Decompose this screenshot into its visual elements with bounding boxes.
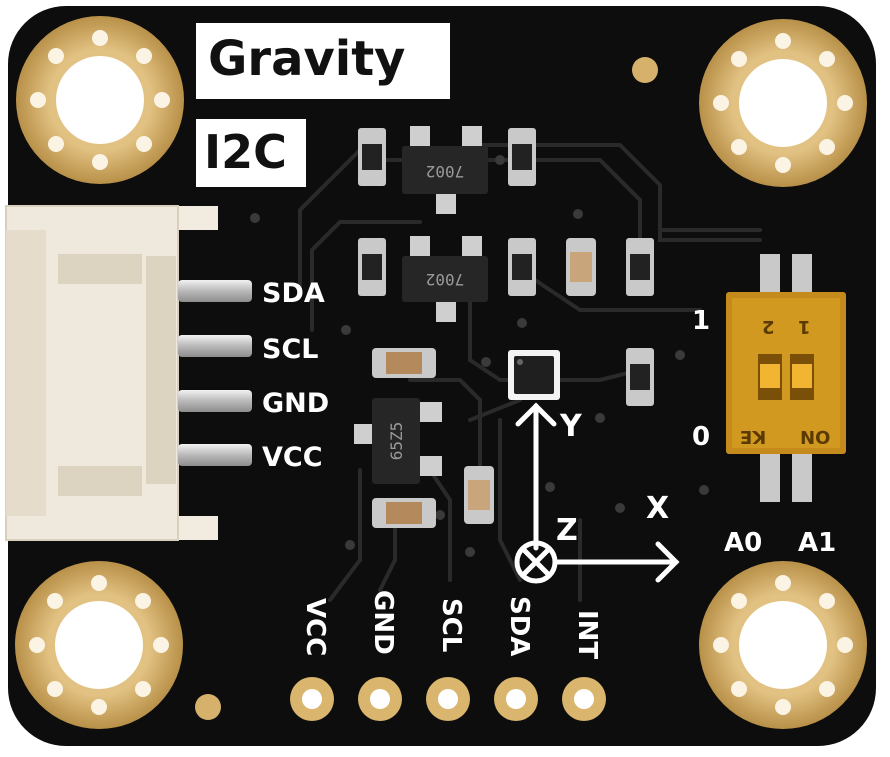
mounting-hole-top-right (699, 19, 867, 187)
vias (250, 155, 709, 557)
interface-label: I2C (204, 125, 287, 179)
dip-ke-text: KE (740, 426, 767, 447)
dip-on-text: ON (800, 426, 831, 447)
smd-resistors (358, 128, 654, 406)
jst-connector (5, 205, 252, 541)
header-pin-label-int: INT (572, 610, 602, 660)
ldo-regulator (354, 398, 442, 484)
x-axis-arrow (553, 541, 680, 583)
header-pin-label-gnd: GND (368, 590, 398, 655)
header-pin-label-vcc: VCC (300, 598, 330, 657)
gravity-title: Gravity (208, 31, 406, 87)
dip-switch-number-2: 2 (762, 316, 775, 337)
connector-pin-label-scl: SCL (262, 334, 319, 365)
connector-pins (178, 280, 252, 466)
mosfet-top (402, 126, 488, 214)
header-pin-label-sda: SDA (504, 596, 534, 657)
header-pads (290, 677, 606, 721)
dip-low-label: 0 (692, 422, 711, 452)
ldo-marking: 65Z5 (387, 422, 406, 461)
mosfet-top-marking: 7002 (426, 162, 465, 181)
connector-pin-label-vcc: VCC (262, 442, 323, 473)
dip-high-label: 1 (692, 306, 711, 336)
header-pin-label-scl: SCL (436, 598, 466, 653)
gravity-logo: Gravity (196, 23, 450, 99)
y-axis-arrow (515, 402, 557, 551)
i2c-badge: I2C (196, 119, 306, 187)
address-label-a0: A0 (724, 528, 763, 558)
fiducial-bottom (195, 694, 221, 720)
mounting-hole-bottom-right (699, 561, 867, 729)
mounting-hole-bottom-left (15, 561, 183, 729)
connector-pin-label-gnd: GND (262, 388, 330, 419)
dip-switch-number-1: 1 (798, 316, 811, 337)
z-axis-symbol (514, 540, 558, 584)
mosfet-bottom (402, 236, 488, 322)
address-label-a1: A1 (798, 528, 837, 558)
connector-pin-label-sda: SDA (262, 278, 325, 309)
dip-switch (726, 254, 846, 502)
z-axis-label: Z (556, 513, 578, 548)
mosfet-bottom-marking: 7002 (426, 270, 465, 289)
y-axis-label: Y (560, 409, 582, 444)
x-axis-label: X (646, 491, 670, 526)
smd-capacitors (372, 238, 596, 528)
accelerometer-chip (508, 350, 560, 400)
fiducial-top (632, 57, 658, 83)
mounting-hole-top-left (16, 16, 184, 184)
